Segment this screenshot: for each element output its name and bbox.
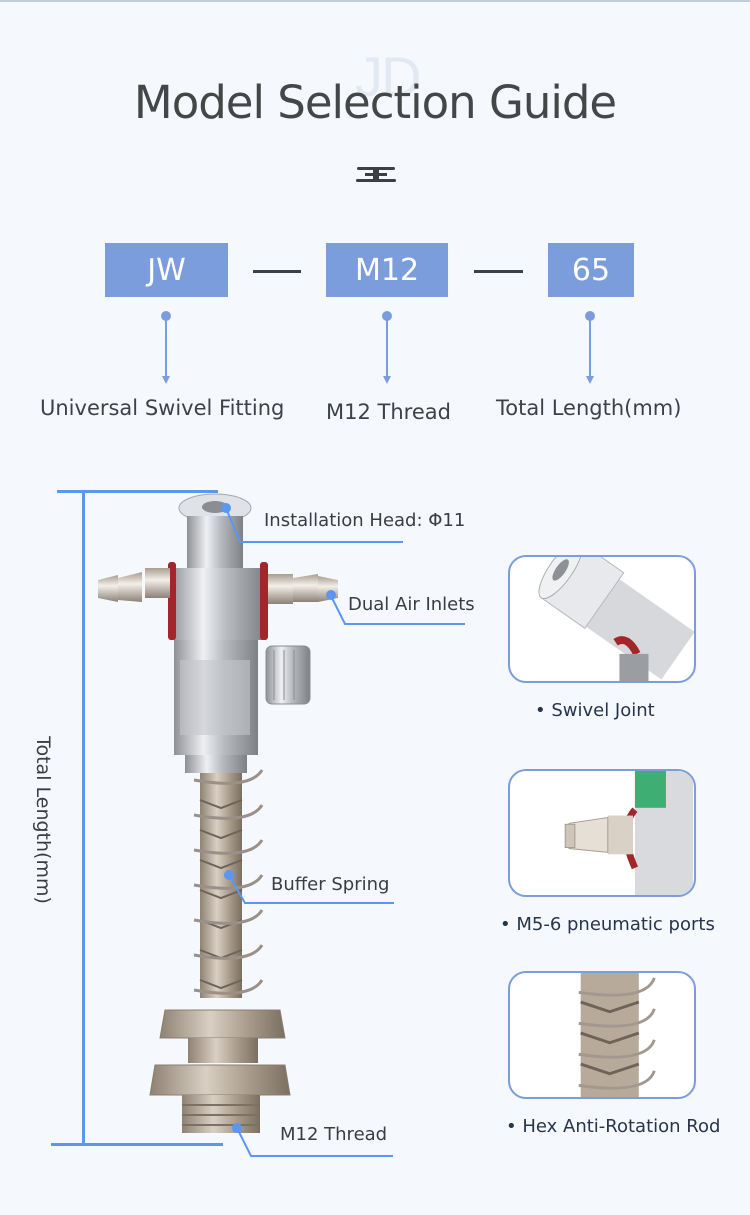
detail-label-hex-rod: • Hex Anti-Rotation Rod (506, 1116, 721, 1137)
code-series: JW (147, 252, 186, 288)
page-title: Model Selection Guide (133, 76, 617, 129)
detail-image-pneumatic-ports (508, 769, 696, 897)
code-meaning-series: Universal Swivel Fitting (40, 396, 285, 420)
dimension-vertical-line (82, 490, 85, 1146)
pointer-arrow-icon (585, 311, 595, 384)
dimension-top-line (57, 490, 218, 493)
code-box-series: JW (105, 243, 228, 297)
code-meaning-thread: M12 Thread (326, 400, 451, 424)
code-box-length: 65 (548, 243, 634, 297)
detail-label-pneumatic-ports: • M5-6 pneumatic ports (500, 914, 715, 935)
code-box-thread: M12 (326, 243, 448, 297)
callout-installation-head: Installation Head: Φ11 (264, 510, 466, 531)
callout-air-inlets: Dual Air Inlets (348, 594, 475, 615)
dimension-label: Total Length(mm) (32, 736, 54, 904)
watermark: JD (355, 45, 421, 108)
divider-ornament-icon (356, 167, 396, 182)
detail-image-hex-rod (508, 971, 696, 1099)
pointer-arrow-icon (161, 311, 171, 384)
code-length: 65 (571, 252, 611, 288)
swivel-fitting-product-image (98, 493, 338, 1133)
pointer-arrow-icon (382, 311, 392, 384)
dimension-bottom-line (51, 1143, 223, 1146)
callout-m12-thread: M12 Thread (280, 1124, 388, 1145)
code-meaning-length: Total Length(mm) (496, 396, 682, 420)
code-separator (474, 270, 523, 273)
callout-buffer-spring: Buffer Spring (271, 874, 390, 895)
code-thread: M12 (354, 252, 420, 288)
code-separator (253, 270, 301, 273)
detail-image-swivel-joint (508, 555, 696, 683)
top-border (0, 0, 750, 2)
detail-label-swivel-joint: • Swivel Joint (535, 700, 655, 721)
